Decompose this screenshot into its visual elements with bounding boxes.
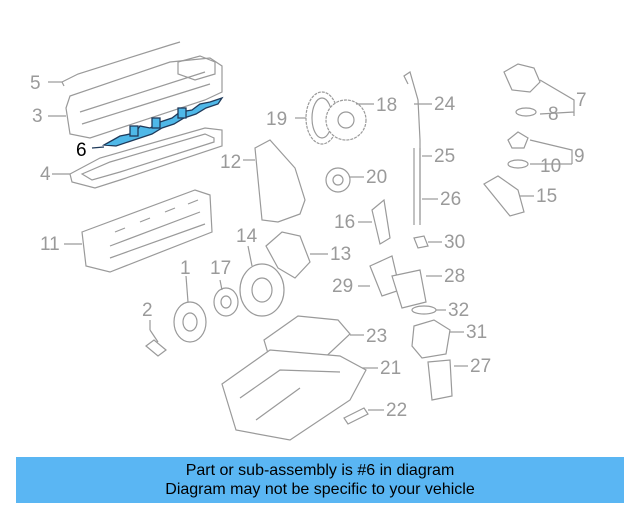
- parts-diagram: 5 3 6 4 11 12 19 18 20 24 25 26 16 14 13…: [30, 41, 587, 441]
- banner-line-2: Diagram may not be specific to your vehi…: [165, 481, 475, 498]
- part-21-oil-pan: [221, 349, 378, 441]
- label-3: 3: [32, 106, 43, 127]
- label-30: 30: [444, 232, 465, 253]
- part-3-valve-cover: [48, 55, 223, 139]
- label-9: 9: [574, 146, 585, 167]
- label-18: 18: [376, 95, 397, 116]
- label-27: 27: [470, 356, 491, 377]
- part-24-dipstick: [403, 71, 432, 220]
- label-16: 16: [334, 212, 355, 233]
- label-7: 7: [576, 90, 587, 111]
- part-2-bolt: [145, 320, 167, 357]
- part-30-plug: [413, 235, 442, 249]
- label-14: 14: [236, 226, 258, 247]
- label-17: 17: [210, 258, 231, 279]
- label-13: 13: [330, 244, 351, 265]
- part-18-sprocket: [325, 99, 374, 141]
- label-12: 12: [220, 152, 241, 173]
- part-6-highlighted-gasket: [91, 96, 224, 149]
- label-8: 8: [548, 104, 559, 125]
- part-1-crank-pulley: [173, 275, 207, 343]
- part-28-29-housing: [358, 255, 442, 309]
- part-4-gasket: [52, 127, 223, 189]
- label-31: 31: [466, 322, 487, 343]
- label-6: 6: [76, 140, 87, 161]
- part-14-plate: [239, 245, 285, 317]
- part-7-8-sensor: [503, 63, 575, 117]
- label-5: 5: [30, 73, 41, 94]
- label-29: 29: [332, 276, 353, 297]
- label-11: 11: [40, 234, 60, 255]
- label-23: 23: [366, 326, 387, 347]
- label-19: 19: [266, 109, 287, 130]
- label-26: 26: [440, 189, 461, 210]
- part-15-cover: [483, 175, 534, 217]
- label-2: 2: [142, 300, 153, 321]
- label-22: 22: [386, 400, 407, 421]
- label-25: 25: [434, 146, 455, 167]
- part-17-pulley: [213, 279, 239, 317]
- part-11-cylinder-head: [64, 189, 213, 273]
- label-24: 24: [434, 94, 456, 115]
- label-10: 10: [540, 156, 561, 177]
- part-31-housing: [411, 319, 464, 359]
- part-12-timing-cover: [243, 139, 306, 223]
- label-21: 21: [380, 358, 401, 379]
- part-20-pulley: [325, 167, 364, 193]
- part-27-oil-filter: [427, 359, 468, 401]
- part-22-tube: [343, 407, 384, 425]
- part-32-gasket: [411, 305, 446, 315]
- info-banner: Part or sub-assembly is #6 in diagram Di…: [16, 457, 624, 503]
- banner-line-1: Part or sub-assembly is #6 in diagram: [185, 462, 455, 479]
- label-20: 20: [366, 167, 387, 188]
- part-13-cover: [265, 231, 328, 279]
- part-9-10-sensor: [507, 131, 573, 169]
- part-16-bracket: [358, 198, 391, 245]
- part-25-26-tube: [413, 148, 438, 225]
- label-4: 4: [40, 164, 51, 185]
- label-1: 1: [180, 258, 191, 279]
- part-5-gasket: [48, 41, 181, 87]
- label-32: 32: [448, 300, 469, 321]
- label-28: 28: [444, 266, 465, 287]
- label-15: 15: [536, 186, 557, 207]
